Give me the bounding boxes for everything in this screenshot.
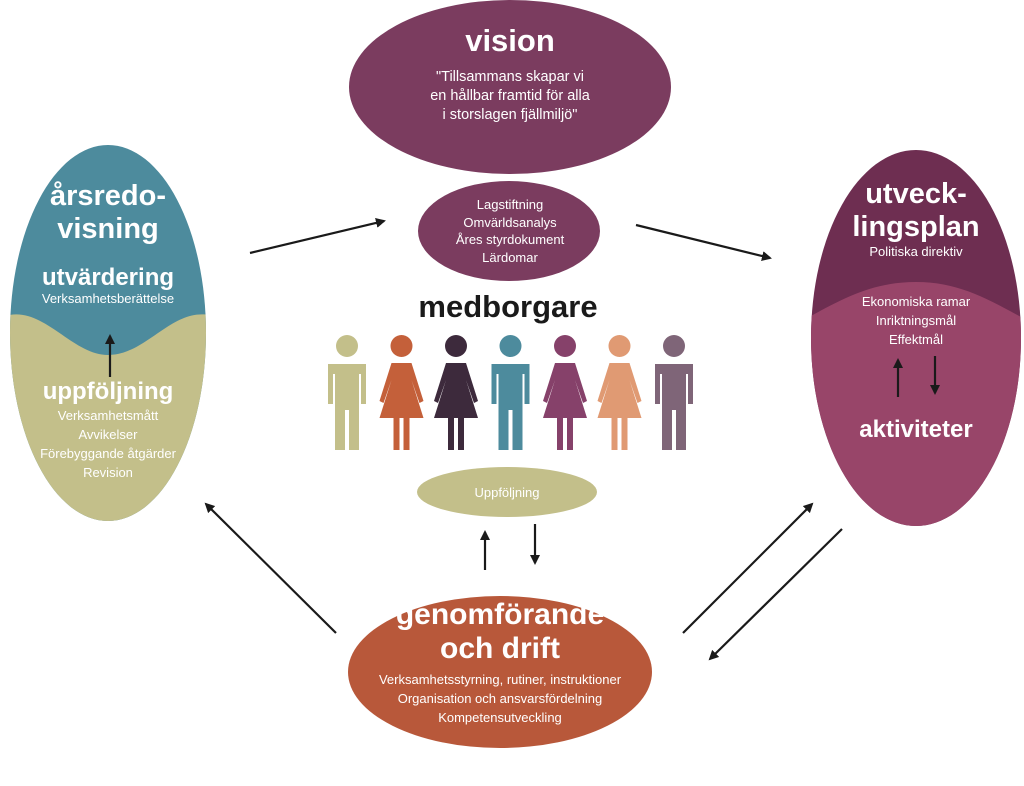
uppfoljning-pill: [417, 467, 597, 517]
genomforande-title: genomförande och drift: [395, 598, 605, 665]
male-person-icon: [491, 335, 530, 450]
inputs-list: Lagstiftning Omvärldsanalys Åres styrdok…: [420, 196, 600, 266]
utvecklingsplan-title: utveck- lingsplan: [852, 178, 980, 243]
goals-item: Effektmål: [889, 332, 943, 347]
genomforande-item: Kompetensutveckling: [438, 710, 562, 725]
male-person-icon: [328, 335, 366, 450]
arrow-bottom-to-left: [204, 502, 337, 634]
inputs-item: Lagstiftning: [476, 197, 544, 212]
medborgare-title: medborgare: [418, 289, 598, 324]
goals-list: Ekonomiska ramar Inriktningsmål Effektmå…: [816, 292, 1016, 349]
uppfoljning-item: Verksamhetsmått: [57, 408, 159, 423]
aktiviteter-label: aktiviteter: [859, 416, 973, 443]
inputs-item: Omvärldsanalys: [463, 214, 557, 230]
inputs-item: Lärdomar: [482, 249, 538, 265]
utvardering-title: utvärdering: [41, 264, 175, 291]
inputs-item: Åres styrdokument: [455, 232, 565, 247]
uppfoljning-list: Verksamhetsmått Avvikelser Förebyggande …: [8, 406, 208, 482]
vision-title: vision: [465, 23, 555, 58]
uppfoljning-title: uppföljning: [42, 378, 174, 405]
vision-text: "Tillsammans skapar vi en hållbar framti…: [430, 69, 590, 123]
flow-arrows: [105, 217, 940, 661]
uppfoljning-item: Förebyggande åtgärder: [40, 446, 176, 461]
uppfoljning-item: Revision: [83, 465, 133, 480]
arrow-inputs-to-right: [635, 223, 772, 261]
arrow-left-to-inputs: [249, 217, 386, 255]
male-person-icon: [655, 335, 693, 450]
female-person-icon: [379, 335, 424, 450]
inputs-ellipse: [418, 181, 600, 281]
genomforande-item: Organisation och ansvarsfördelning: [397, 691, 603, 706]
people-group: [328, 335, 693, 450]
vision-ellipse: [349, 0, 671, 174]
arrow-bottom-to-right: [682, 502, 814, 634]
arrow-right-to-bottom: [708, 528, 843, 661]
goals-item: Inriktningsmål: [875, 313, 957, 328]
politiska-direktiv: Politiska direktiv: [869, 244, 963, 259]
goals-item: Ekonomiska ramar: [861, 294, 971, 309]
utvecklingsplan-ellipse: [811, 150, 1021, 526]
female-person-icon: [434, 335, 478, 450]
genomforande-item: Verksamhetsstyrning, rutiner, instruktio…: [378, 672, 622, 687]
arsredovisning-title: årsredo- visning: [49, 180, 167, 245]
genomforande-list: Verksamhetsstyrning, rutiner, instruktio…: [350, 670, 650, 727]
uppfoljning-pill-label: Uppföljning: [474, 485, 540, 500]
uppfoljning-item: Avvikelser: [78, 427, 138, 442]
female-person-icon: [597, 335, 642, 450]
genomforande-ellipse: [348, 596, 652, 748]
utvardering-sub: Verksamhetsberättelse: [41, 291, 175, 306]
arsredovisning-ellipse: [10, 145, 206, 521]
female-person-icon: [543, 335, 587, 450]
